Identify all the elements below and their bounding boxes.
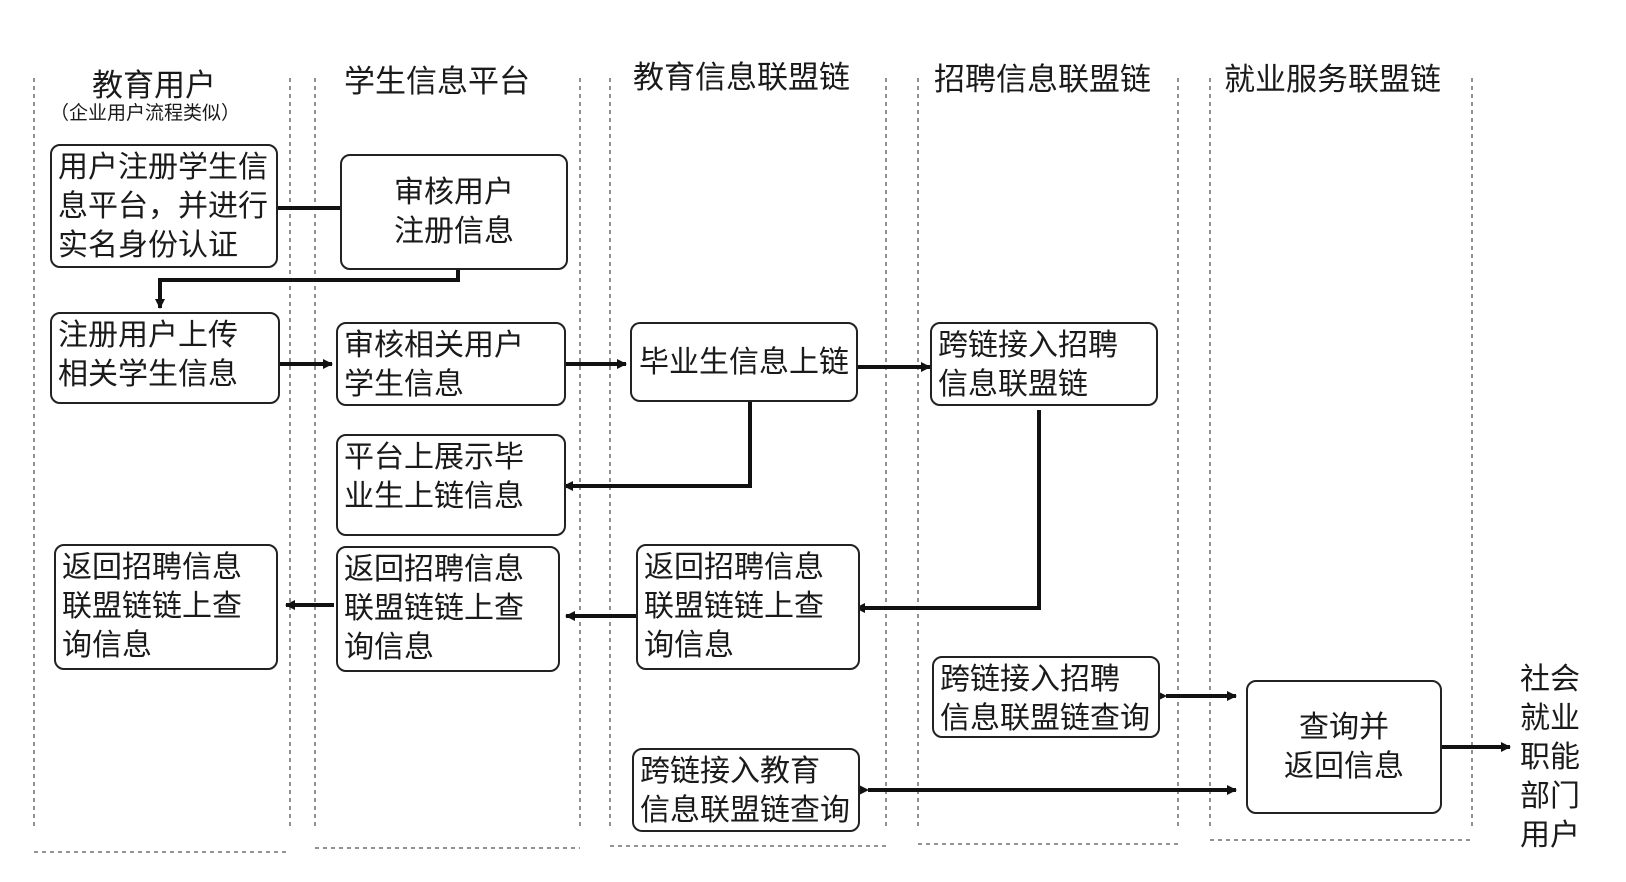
box-return-education-chain: 返回招聘信息 联盟链链上查 询信息: [636, 544, 860, 670]
box-text: 审核用户 注册信息: [394, 175, 514, 249]
box-graduate-onchain: 毕业生信息上链: [630, 322, 858, 402]
box-text: 查询并 返回信息: [1284, 710, 1404, 784]
box-crosschain-recruit: 跨链接入招聘 信息联盟链: [930, 322, 1158, 406]
lane-title-employment-chain: 就业服务联盟链: [1224, 62, 1441, 98]
box-text: 用户注册学生信 息平台，并进行 实名身份认证: [58, 150, 268, 263]
lane-title-student-platform: 学生信息平台: [344, 64, 530, 100]
arrow-crosschain-to-return-edu: [855, 410, 1041, 613]
box-text: 毕业生信息上链: [639, 344, 849, 380]
box-text: 返回招聘信息 联盟链链上查 询信息: [62, 550, 242, 663]
box-text: 返回招聘信息 联盟链链上查 询信息: [344, 552, 524, 665]
box-text: 跨链接入招聘 信息联盟链查询: [940, 662, 1150, 736]
box-crosschain-education-query: 跨链接入教育 信息联盟链查询: [632, 748, 860, 832]
box-return-user: 返回招聘信息 联盟链链上查 询信息: [54, 544, 278, 670]
lane-title-recruit-chain: 招聘信息联盟链: [934, 62, 1151, 98]
lane-subtitle-education-user: （企业用户流程类似）: [50, 102, 241, 124]
box-platform-display: 平台上展示毕 业生上链信息: [336, 434, 566, 536]
box-review-student-info: 审核相关用户 学生信息: [336, 322, 566, 406]
flow-arrows: [155, 203, 1511, 795]
box-text: 注册用户上传 相关学生信息: [58, 318, 238, 392]
arrow-onchain-to-display: [563, 401, 752, 491]
box-text: 返回招聘信息 联盟链链上查 询信息: [644, 550, 824, 663]
arrow-review-to-upload: [155, 268, 460, 309]
box-review-register: 审核用户 注册信息: [340, 154, 568, 270]
box-upload-student-info: 注册用户上传 相关学生信息: [50, 312, 280, 404]
box-text: 跨链接入教育 信息联盟链查询: [640, 754, 850, 828]
box-text: 审核相关用户 学生信息: [344, 328, 524, 402]
box-text: 平台上展示毕 业生上链信息: [344, 440, 524, 514]
external-actor-label: 社会 就业 职能 部门 用户: [1520, 662, 1580, 853]
box-query-and-return: 查询并 返回信息: [1246, 680, 1442, 814]
lane-title-education-chain: 教育信息联盟链: [633, 60, 850, 96]
box-return-platform: 返回招聘信息 联盟链链上查 询信息: [336, 546, 560, 672]
box-user-register: 用户注册学生信 息平台，并进行 实名身份认证: [50, 144, 278, 268]
box-crosschain-recruit-query: 跨链接入招聘 信息联盟链查询: [932, 656, 1160, 738]
lane-title-education-user: 教育用户: [92, 68, 216, 104]
lane-dividers: [33, 78, 1473, 853]
box-text: 跨链接入招聘 信息联盟链: [938, 328, 1118, 402]
